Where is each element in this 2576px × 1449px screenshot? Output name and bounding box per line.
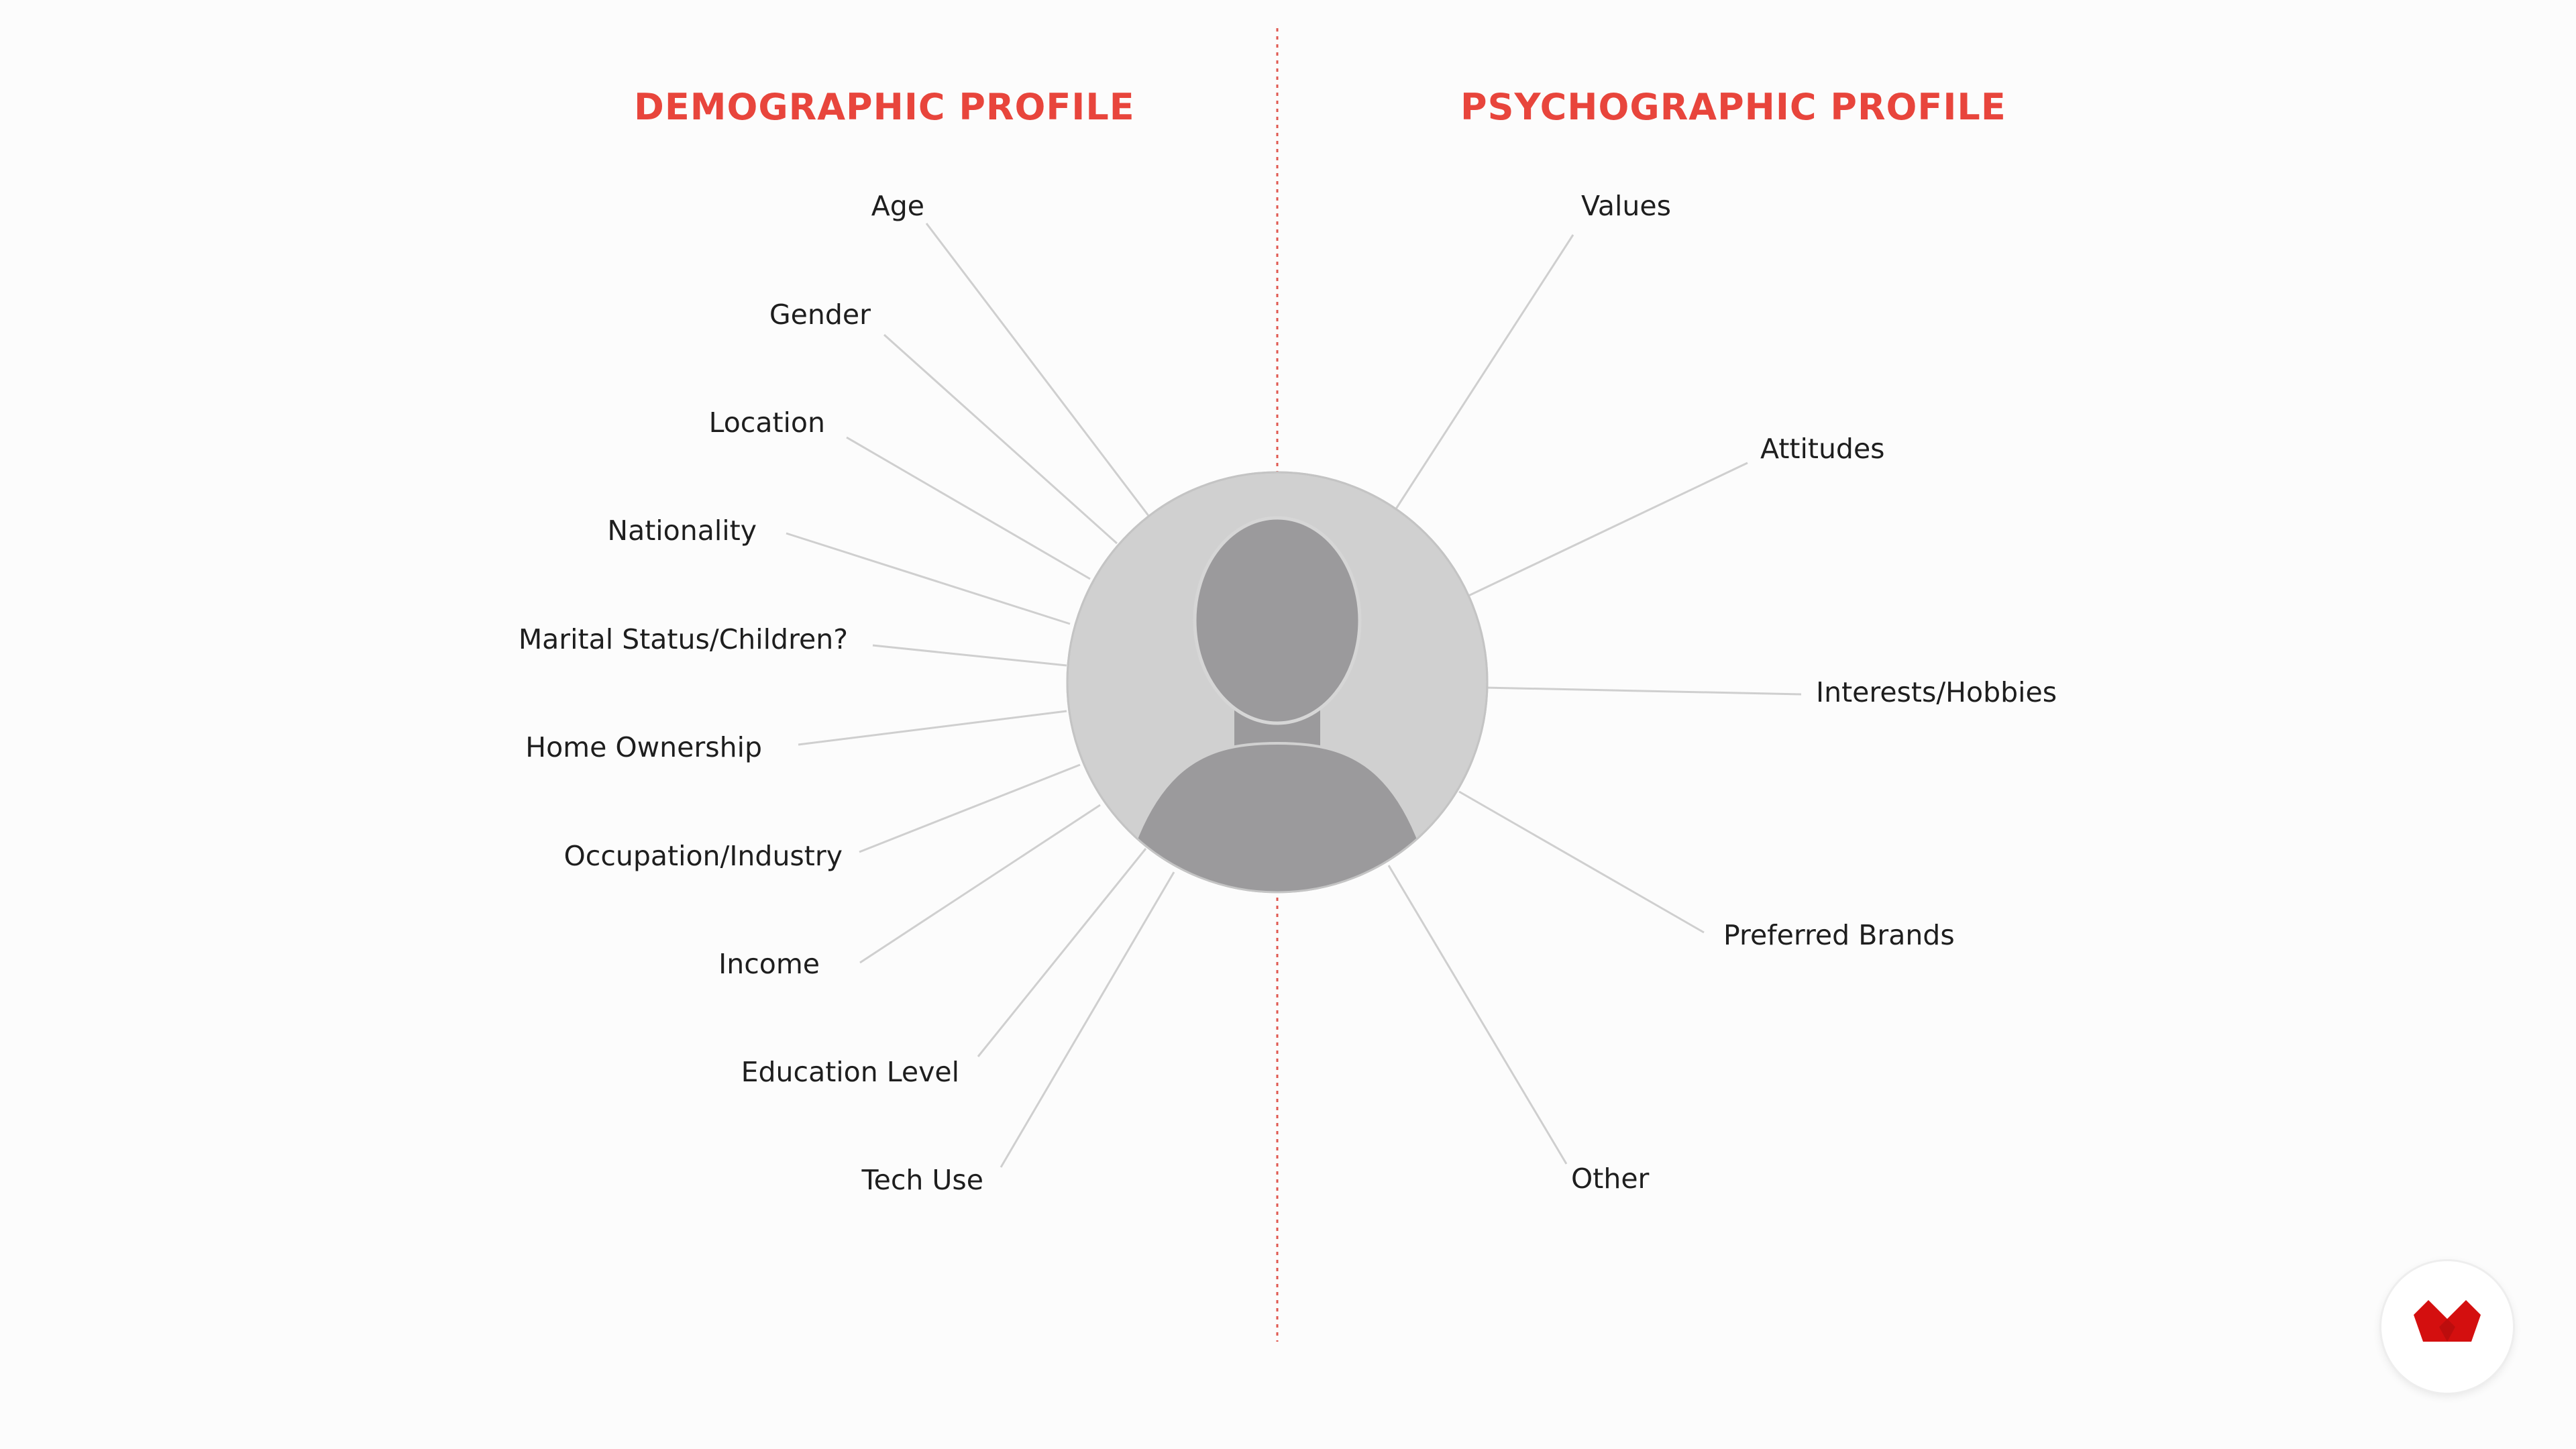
demographic-profile-heading: DEMOGRAPHIC PROFILE bbox=[634, 86, 1135, 128]
brand-logo-badge[interactable] bbox=[2381, 1261, 2513, 1393]
connector-education bbox=[977, 848, 1147, 1057]
connector-brands bbox=[1458, 790, 1705, 934]
label-tech-use: Tech Use bbox=[861, 1164, 983, 1196]
label-home-ownership: Home Ownership bbox=[525, 731, 762, 763]
connector-income bbox=[859, 804, 1101, 964]
connector-tech-use bbox=[1000, 871, 1175, 1168]
connector-interests bbox=[1484, 686, 1802, 696]
psychographic-connectors bbox=[1387, 234, 1802, 1165]
label-age: Age bbox=[871, 190, 924, 222]
connector-gender bbox=[883, 333, 1118, 545]
label-marital-status: Marital Status/Children? bbox=[518, 623, 848, 655]
psychographic-profile-heading: PSYCHOGRAPHIC PROFILE bbox=[1460, 86, 2006, 128]
label-preferred-brands: Preferred Brands bbox=[1723, 919, 1955, 951]
connector-other bbox=[1387, 865, 1568, 1165]
connector-attitudes bbox=[1465, 462, 1748, 598]
label-income: Income bbox=[718, 948, 820, 980]
label-other: Other bbox=[1571, 1163, 1650, 1195]
demographic-connectors bbox=[786, 223, 1175, 1168]
avatar-head bbox=[1193, 516, 1362, 725]
connector-values bbox=[1394, 234, 1574, 511]
label-interests: Interests/Hobbies bbox=[1816, 676, 2057, 708]
connector-location bbox=[846, 436, 1091, 580]
label-occupation: Occupation/Industry bbox=[564, 840, 843, 872]
label-education: Education Level bbox=[741, 1056, 959, 1088]
connector-age bbox=[925, 223, 1150, 517]
label-values: Values bbox=[1581, 190, 1671, 222]
connector-occupation bbox=[859, 763, 1081, 853]
label-location: Location bbox=[708, 407, 825, 439]
connector-home-ownership bbox=[798, 710, 1067, 746]
label-nationality: Nationality bbox=[607, 515, 757, 547]
connector-nationality bbox=[786, 532, 1071, 625]
label-attitudes: Attitudes bbox=[1760, 433, 1885, 465]
label-gender: Gender bbox=[769, 299, 871, 331]
connector-marital-status bbox=[872, 644, 1067, 667]
brand-logo-icon bbox=[2414, 1300, 2481, 1342]
